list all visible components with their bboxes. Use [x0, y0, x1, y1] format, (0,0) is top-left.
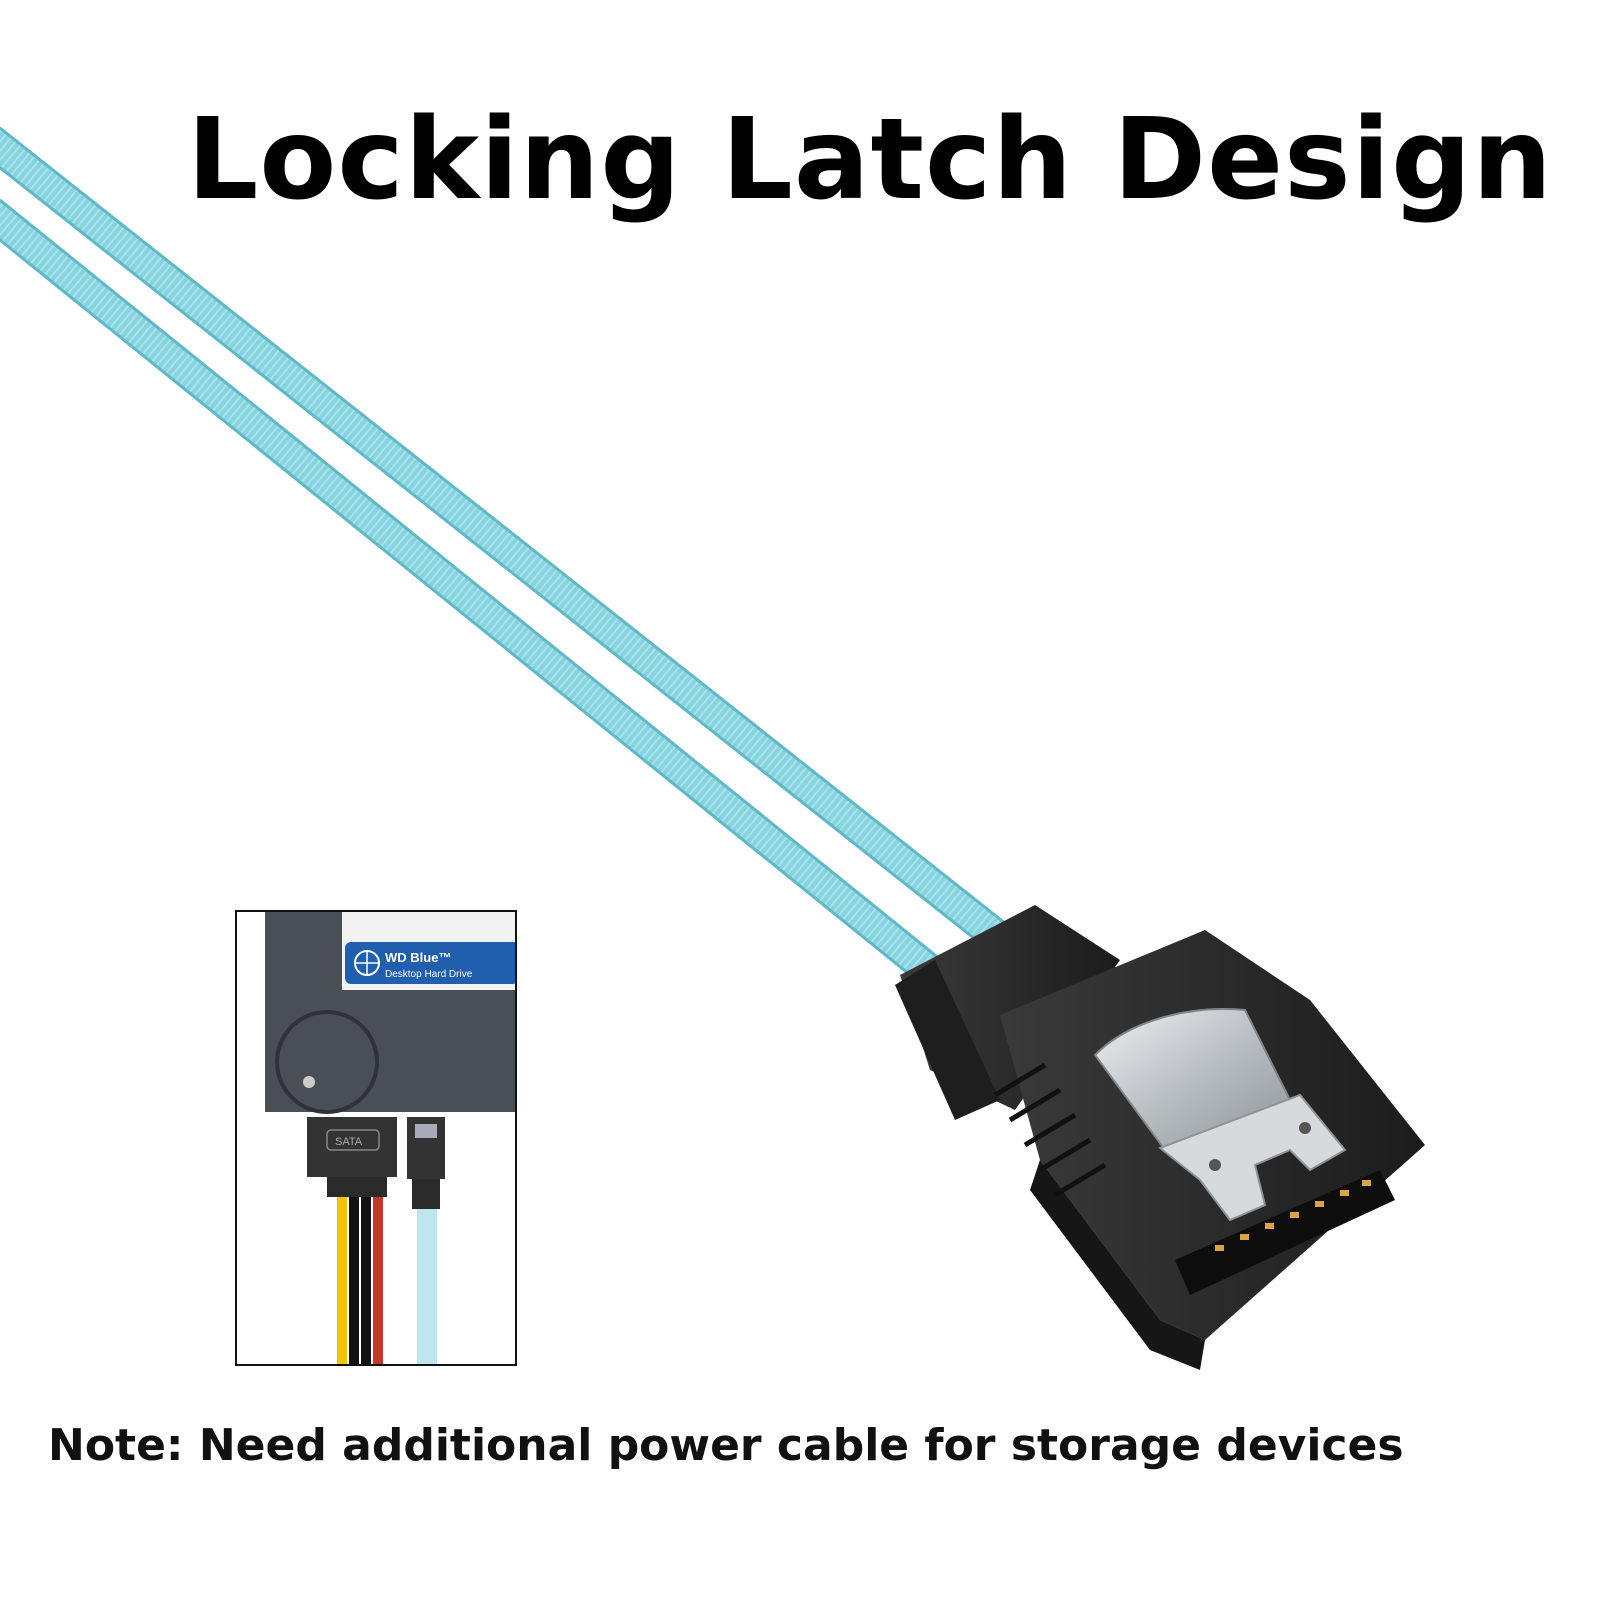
drive-label-product: WD Blue™	[385, 950, 451, 965]
note-text: Note: Need additional power cable for st…	[48, 1420, 1404, 1471]
drive-label-subtitle: Desktop Hard Drive	[385, 969, 473, 980]
inset-photo: WD Blue™ Desktop Hard Drive SATA	[235, 910, 517, 1366]
connector-strain-relief	[895, 905, 1120, 1120]
connector-pins	[1215, 1180, 1371, 1251]
cable-wires	[0, 126, 1006, 989]
page-title: Locking Latch Design	[187, 95, 1553, 225]
hdd-icon: WD Blue™ Desktop Hard Drive SATA	[265, 912, 515, 1364]
sata-connector-icon: SATA	[307, 1117, 397, 1197]
power-connector-text: SATA	[335, 1136, 363, 1148]
locking-latch	[1093, 1008, 1347, 1222]
